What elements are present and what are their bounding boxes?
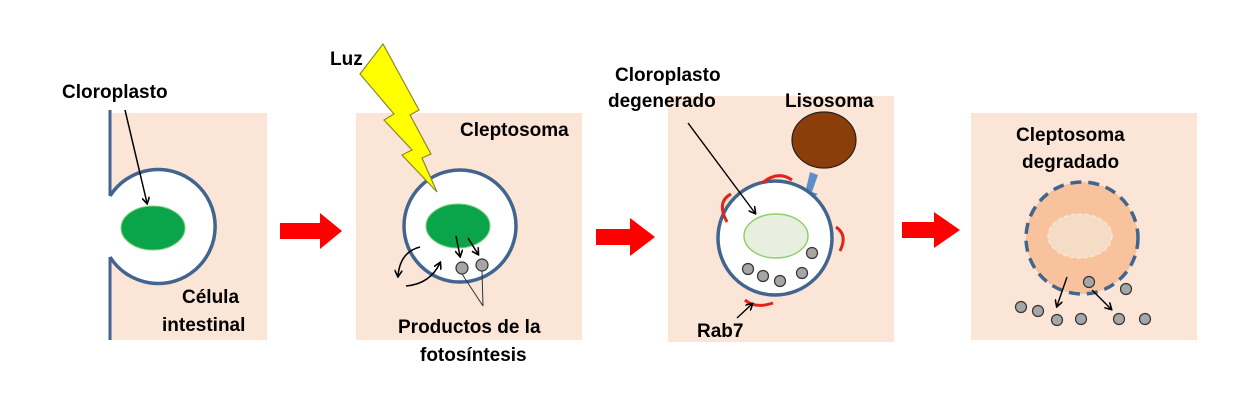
label-degenerated-line1: Cloroplasto bbox=[615, 65, 721, 86]
label-lysosome: Lisosoma bbox=[785, 91, 874, 112]
released-product bbox=[1014, 300, 1028, 314]
label-degraded-line1: Cleptosoma bbox=[1016, 125, 1125, 146]
rab7-marker bbox=[720, 192, 732, 223]
released-product bbox=[1138, 312, 1152, 326]
label-products-line1: Productos de la bbox=[398, 317, 541, 338]
release-arrow-1 bbox=[1057, 276, 1068, 306]
products-pointer-line bbox=[481, 270, 484, 307]
label-light: Luz bbox=[330, 49, 363, 70]
released-product bbox=[1031, 304, 1045, 318]
label-degenerated-line2: degenerado bbox=[608, 91, 716, 112]
released-product bbox=[1112, 312, 1126, 326]
released-product bbox=[1082, 275, 1096, 289]
step-arrow-2 bbox=[596, 218, 655, 256]
photosynthesis-product bbox=[455, 261, 469, 275]
rab7-marker bbox=[743, 298, 774, 307]
label-cell-line1: Célula bbox=[182, 287, 239, 308]
label-rab7: Rab7 bbox=[697, 321, 743, 342]
label-cell-line2: intestinal bbox=[162, 315, 245, 336]
product bbox=[741, 262, 755, 276]
product bbox=[773, 274, 787, 288]
product-arrow-1 bbox=[456, 235, 460, 256]
rab7-marker bbox=[835, 225, 845, 252]
label-degraded-line2: degradado bbox=[1022, 152, 1119, 173]
chloroplast bbox=[120, 205, 186, 251]
released-product bbox=[1050, 313, 1064, 327]
product-arrow-2 bbox=[467, 237, 478, 254]
released-product bbox=[1074, 312, 1088, 326]
panel-step1: Cloroplasto Célula intestinal bbox=[62, 82, 267, 340]
released-product bbox=[1119, 282, 1133, 296]
panel-step3: Cloroplasto degenerado Lisosoma Rab7 bbox=[608, 65, 894, 342]
step-arrow-1 bbox=[280, 213, 342, 249]
degraded-chloroplast bbox=[1047, 213, 1113, 259]
rab7-marker bbox=[761, 174, 793, 185]
panel-step4: Cleptosoma degradado bbox=[971, 113, 1197, 340]
chloroplast bbox=[425, 203, 491, 249]
label-chloroplast: Cloroplasto bbox=[62, 82, 168, 103]
label-kleptosome: Cleptosoma bbox=[460, 120, 569, 141]
chloroplast-pointer-arrow bbox=[124, 109, 147, 203]
product bbox=[805, 246, 819, 260]
product bbox=[756, 269, 770, 283]
step-arrow-3 bbox=[902, 212, 960, 248]
product bbox=[795, 266, 809, 280]
panel-step2: Luz Cleptosoma Productos de la fotosínte… bbox=[330, 42, 582, 366]
rab7-pointer-arrow bbox=[736, 304, 752, 319]
exchange-arrow-bottom bbox=[405, 263, 440, 287]
release-arrow-2 bbox=[1091, 289, 1111, 309]
products-pointer-line bbox=[461, 273, 484, 307]
photosynthesis-product bbox=[475, 258, 489, 272]
label-products-line2: fotosíntesis bbox=[420, 345, 527, 366]
exchange-arrow-top bbox=[398, 246, 421, 276]
light-bolt-icon bbox=[359, 42, 438, 193]
degenerated-pointer-arrow bbox=[687, 122, 755, 213]
degenerated-chloroplast bbox=[743, 213, 809, 259]
lysosome bbox=[791, 111, 857, 169]
